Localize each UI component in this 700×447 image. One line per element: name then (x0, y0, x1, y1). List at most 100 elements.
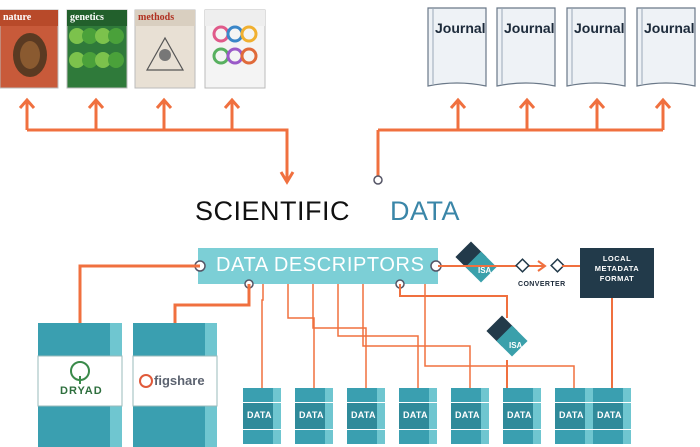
arrow-up (449, 97, 467, 109)
data-stack-band (593, 430, 631, 444)
local-format-box (580, 248, 654, 298)
connector-node (373, 175, 383, 185)
data-stack-edge (623, 430, 631, 444)
data-stack-edge (585, 403, 593, 429)
cover-title: nature (3, 12, 32, 23)
data-stack-band (555, 430, 593, 444)
data-stack-label: DATA (559, 410, 584, 420)
data-stack-band (243, 430, 281, 444)
figshare-label: figshare (154, 373, 205, 388)
data-stack-edge (429, 388, 437, 402)
converter-node (515, 258, 530, 273)
data-stack-edge (533, 430, 541, 444)
data-stack-label: DATA (597, 410, 622, 420)
converter-label: CONVERTER (518, 281, 566, 288)
data-stack-edge (623, 388, 631, 402)
cover-art (108, 28, 124, 44)
cover-art (82, 52, 98, 68)
cover-art (69, 28, 85, 44)
cover-art (82, 28, 98, 44)
data-stack-edge (623, 403, 631, 429)
local-format-line: FORMAT (599, 274, 635, 283)
arrow-up (518, 97, 536, 109)
data-stack-label: DATA (403, 410, 428, 420)
data-stack-band (347, 388, 385, 402)
arrow-up (155, 97, 173, 109)
data-stack-label: DATA (247, 410, 272, 420)
cover-art (240, 47, 258, 65)
data-stack-edge (585, 388, 593, 402)
data-link (337, 284, 419, 388)
arrow-up (654, 97, 672, 109)
arrow-up (87, 97, 105, 109)
cover-masthead (135, 10, 195, 26)
cover-art (145, 36, 185, 71)
data-stack-edge (325, 430, 333, 444)
data-stack-band (555, 388, 593, 402)
cover-title: methods (138, 12, 175, 23)
data-stack-edge (325, 388, 333, 402)
isa-lower-icon (496, 325, 528, 357)
data-stack-edge (429, 403, 437, 429)
arrow-down (279, 171, 295, 185)
cover-art (240, 25, 258, 43)
data-stack-edge (377, 430, 385, 444)
journal-label: Journal (435, 20, 486, 36)
data-stack-band (399, 430, 437, 444)
converter-node (550, 258, 565, 273)
data-stack-band (451, 388, 489, 402)
data-stack-band (503, 388, 541, 402)
data-stack-edge (481, 403, 489, 429)
cover-art (159, 49, 171, 61)
data-stack-edge (481, 430, 489, 444)
heading-scientific: SCIENTIFIC (195, 196, 351, 226)
cover-masthead (67, 10, 127, 26)
arrow-up (588, 97, 606, 109)
cover-masthead (0, 10, 58, 26)
local-format-line: LOCAL (602, 254, 632, 263)
cover-art (69, 52, 85, 68)
repo-link-figshare (173, 284, 251, 330)
data-link (287, 284, 315, 388)
journal-book (427, 7, 487, 87)
cover-art (20, 41, 40, 69)
journal-book (496, 7, 556, 87)
data-stack-edge (273, 403, 281, 429)
data-stack-band (295, 430, 333, 444)
journal-book (636, 7, 696, 87)
data-stack-edge (273, 430, 281, 444)
data-stack-label: DATA (351, 410, 376, 420)
journal-label: Journal (504, 20, 555, 36)
isa-top-label: ISA (478, 266, 492, 275)
repository-figshare-label-panel (132, 355, 218, 407)
cover-art (108, 52, 124, 68)
journal-label: Journal (574, 20, 625, 36)
converter-arrow (537, 260, 547, 272)
arrow-up (223, 97, 241, 109)
cover-title: genetics (70, 12, 104, 23)
journal-label: Journal (644, 20, 695, 36)
data-stack-edge (481, 388, 489, 402)
data-link (424, 284, 575, 388)
cover-art (95, 52, 111, 68)
data-stack-edge (533, 403, 541, 429)
data-stack-edge (273, 388, 281, 402)
data-link (261, 284, 264, 388)
figshare-logo (139, 374, 153, 388)
data-stack-edge (377, 388, 385, 402)
data-stack-band (295, 388, 333, 402)
data-stack-label: DATA (299, 410, 324, 420)
data-stack-band (503, 430, 541, 444)
dryad-label: DRYAD (60, 385, 103, 397)
data-stack-band (593, 388, 631, 402)
isa-lower-label: ISA (509, 341, 523, 350)
cover-masthead (205, 10, 265, 26)
journal-book (566, 7, 626, 87)
data-link (362, 284, 471, 388)
data-stack-label: DATA (455, 410, 480, 420)
data-stack-edge (533, 388, 541, 402)
heading-data: DATA (390, 196, 461, 226)
